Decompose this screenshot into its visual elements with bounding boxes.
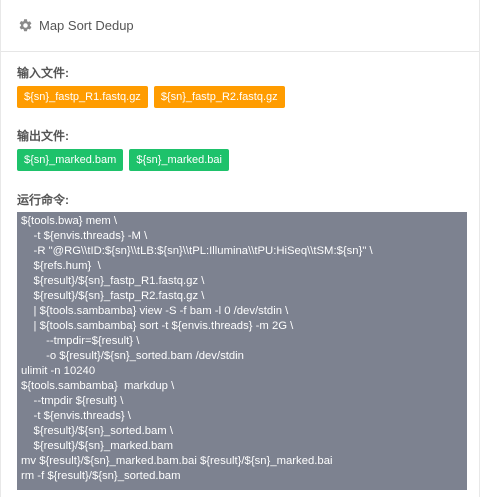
command-line: -o ${result}/${sn}_sorted.bam /dev/stdin — [21, 350, 244, 362]
command-line: ${result}/${sn}_marked.bam — [21, 440, 173, 452]
output-file-tag[interactable]: ${sn}_marked.bam — [17, 149, 124, 171]
command-line: | ${tools.sambamba} view -S -f bam -l 0 … — [21, 305, 289, 317]
command-code-block: ${tools.bwa} mem \ -t ${envis.threads} -… — [17, 212, 467, 490]
command-line: rm -f ${result}/${sn}_sorted.bam — [21, 470, 181, 482]
command-line: -t ${envis.threads} \ — [21, 410, 131, 422]
command-line: ${refs.hum} \ — [21, 260, 101, 272]
command-line: -t ${envis.threads} -M \ — [21, 230, 148, 242]
gear-icon — [18, 18, 33, 33]
command-line: ${tools.sambamba} markdup \ — [21, 380, 175, 392]
command-line: ${result}/${sn}_sorted.bam \ — [21, 425, 173, 437]
command-line: ${result}/${sn}_fastp_R1.fastq.gz \ — [21, 275, 205, 287]
command-line: --tmpdir ${result} \ — [21, 395, 124, 407]
output-files-list: ${sn}_marked.bam ${sn}_marked.bai — [17, 149, 229, 171]
command-line: mv ${result}/${sn}_marked.bam.bai ${resu… — [21, 455, 333, 467]
input-file-tag[interactable]: ${sn}_fastp_R2.fastq.gz — [153, 86, 285, 108]
command-line: ${tools.bwa} mem \ — [21, 215, 118, 227]
command-line: -R "@RG\\tID:${sn}\\tLB:${sn}\\tPL:Illum… — [21, 245, 373, 257]
command-label: 运行命令: — [17, 193, 69, 207]
command-line: | ${tools.sambamba} sort -t ${envis.thre… — [21, 320, 294, 332]
input-file-tag[interactable]: ${sn}_fastp_R1.fastq.gz — [17, 86, 148, 108]
card-title: Map Sort Dedup — [39, 18, 134, 33]
card-header: Map Sort Dedup — [1, 0, 479, 52]
command-line: ${result}/${sn}_fastp_R2.fastq.gz \ — [21, 290, 205, 302]
output-file-tag[interactable]: ${sn}_marked.bai — [129, 149, 229, 171]
input-files-label: 输入文件: — [17, 66, 69, 80]
input-files-list: ${sn}_fastp_R1.fastq.gz ${sn}_fastp_R2.f… — [17, 86, 285, 108]
command-line: --tmpdir=${result} \ — [21, 335, 140, 347]
command-line: ulimit -n 10240 — [21, 365, 96, 377]
output-files-label: 输出文件: — [17, 129, 69, 143]
